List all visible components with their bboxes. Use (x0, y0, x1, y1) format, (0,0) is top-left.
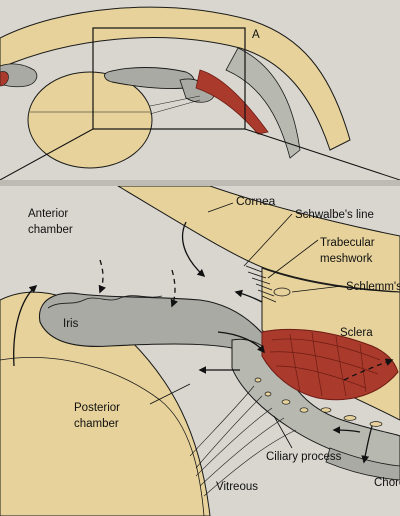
leader-lines (149, 202, 343, 449)
label-cornea: Cornea (236, 194, 276, 208)
ciliary-muscle (261, 328, 399, 401)
inset-marker: A (252, 29, 260, 41)
arrow-iris-dashed-2 (170, 269, 178, 308)
arrow-anterior-left (13, 284, 38, 367)
overview-panel (0, 6, 400, 180)
label-posterior-1: Posterior (74, 402, 120, 414)
label-sclera: Sclera (340, 327, 373, 339)
overview-lens (27, 71, 153, 169)
choroid-band (325, 447, 400, 481)
overview-cornea (0, 6, 351, 151)
muscle-striations (269, 331, 381, 397)
arrow-ciliary-return (332, 426, 361, 434)
label-iris: Iris (63, 318, 79, 330)
arrow-uveoscleral (343, 358, 394, 381)
panel-divider (0, 180, 400, 186)
arrow-ciliary-down (361, 425, 373, 464)
trabecular-meshwork (245, 265, 277, 303)
schlemms-canal (273, 287, 291, 297)
arrow-iris-base (217, 331, 265, 354)
label-ciliary-process: Ciliary process (266, 451, 342, 463)
label-schwalbes-line: Schwalbe's line (295, 209, 374, 221)
arrow-cornea-curve (182, 221, 206, 278)
detail-panel (0, 186, 400, 516)
label-anterior-2: chamber (28, 224, 73, 236)
label-posterior-2: chamber (74, 418, 119, 430)
label-anterior-1: Anterior (28, 208, 68, 220)
label-schlemm: Schlemm's (346, 281, 400, 293)
arrow-schlemm (234, 289, 263, 303)
lens-region (0, 291, 211, 516)
flow-arrows (13, 221, 394, 464)
label-vitreous: Vitreous (216, 481, 258, 493)
overview-iris-left (0, 63, 38, 88)
label-trabecular-1: Trabecular (320, 237, 375, 249)
zonule-fibers (189, 385, 297, 497)
arrow-iris-dashed-1 (98, 259, 106, 294)
ciliary-processes (254, 377, 383, 427)
overview-ciliary-muscle (195, 69, 269, 135)
label-trabecular-2: meshwork (320, 253, 373, 265)
label-choroid: Choroid (374, 477, 400, 489)
inset-box (92, 27, 246, 130)
